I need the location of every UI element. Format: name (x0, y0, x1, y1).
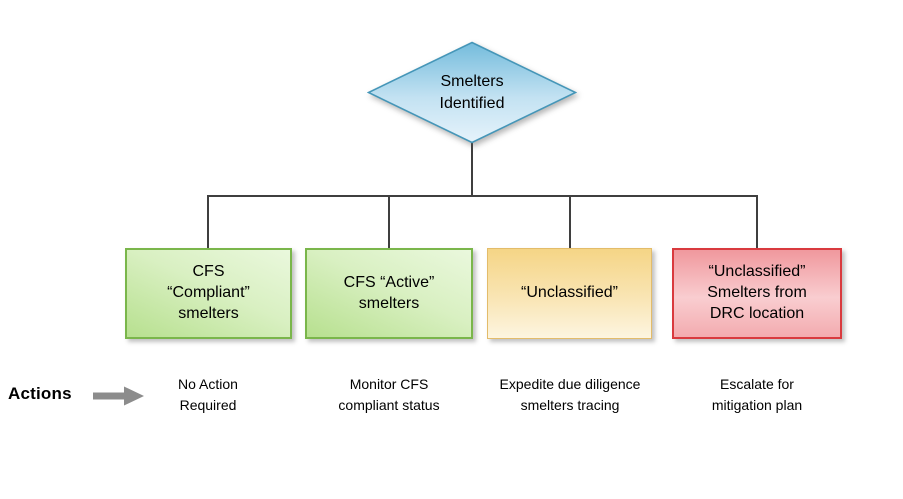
action-monitor-cfs: Monitor CFS compliant status (338, 376, 440, 413)
decision-diamond-smelters-identified: Smelters Identified (367, 41, 577, 144)
connector-drop-2 (388, 195, 390, 249)
connector-drop-3 (569, 195, 571, 249)
box-unclassified-drc: “Unclassified” Smelters from DRC locatio… (672, 248, 842, 339)
connector-root-stem (471, 143, 473, 197)
box-label: “Unclassified” Smelters from DRC locatio… (707, 263, 807, 322)
root-label-text: Smelters Identified (439, 72, 505, 112)
box-unclassified: “Unclassified” (487, 248, 652, 339)
actions-row-label: Actions (8, 384, 72, 403)
action-escalate-mitigation: Escalate for mitigation plan (711, 376, 803, 413)
connector-drop-1 (207, 195, 209, 249)
connector-horizontal-bar (207, 195, 758, 197)
connector-drop-4 (756, 195, 758, 249)
diamond-shape-icon (367, 41, 577, 144)
diamond-label: Smelters Identified (367, 41, 577, 144)
box-label: “Unclassified” (521, 284, 618, 302)
box-cfs-active-smelters: CFS “Active” smelters (305, 248, 473, 339)
box-label: CFS “Compliant” smelters (167, 263, 250, 322)
actions-arrow-icon (93, 386, 144, 406)
action-expedite-due-diligence: Expedite due diligence smelters tracing (499, 376, 641, 413)
box-cfs-compliant-smelters: CFS “Compliant” smelters (125, 248, 292, 339)
box-label: CFS “Active” smelters (343, 273, 435, 312)
action-no-action-required: No Action Required (178, 376, 238, 413)
